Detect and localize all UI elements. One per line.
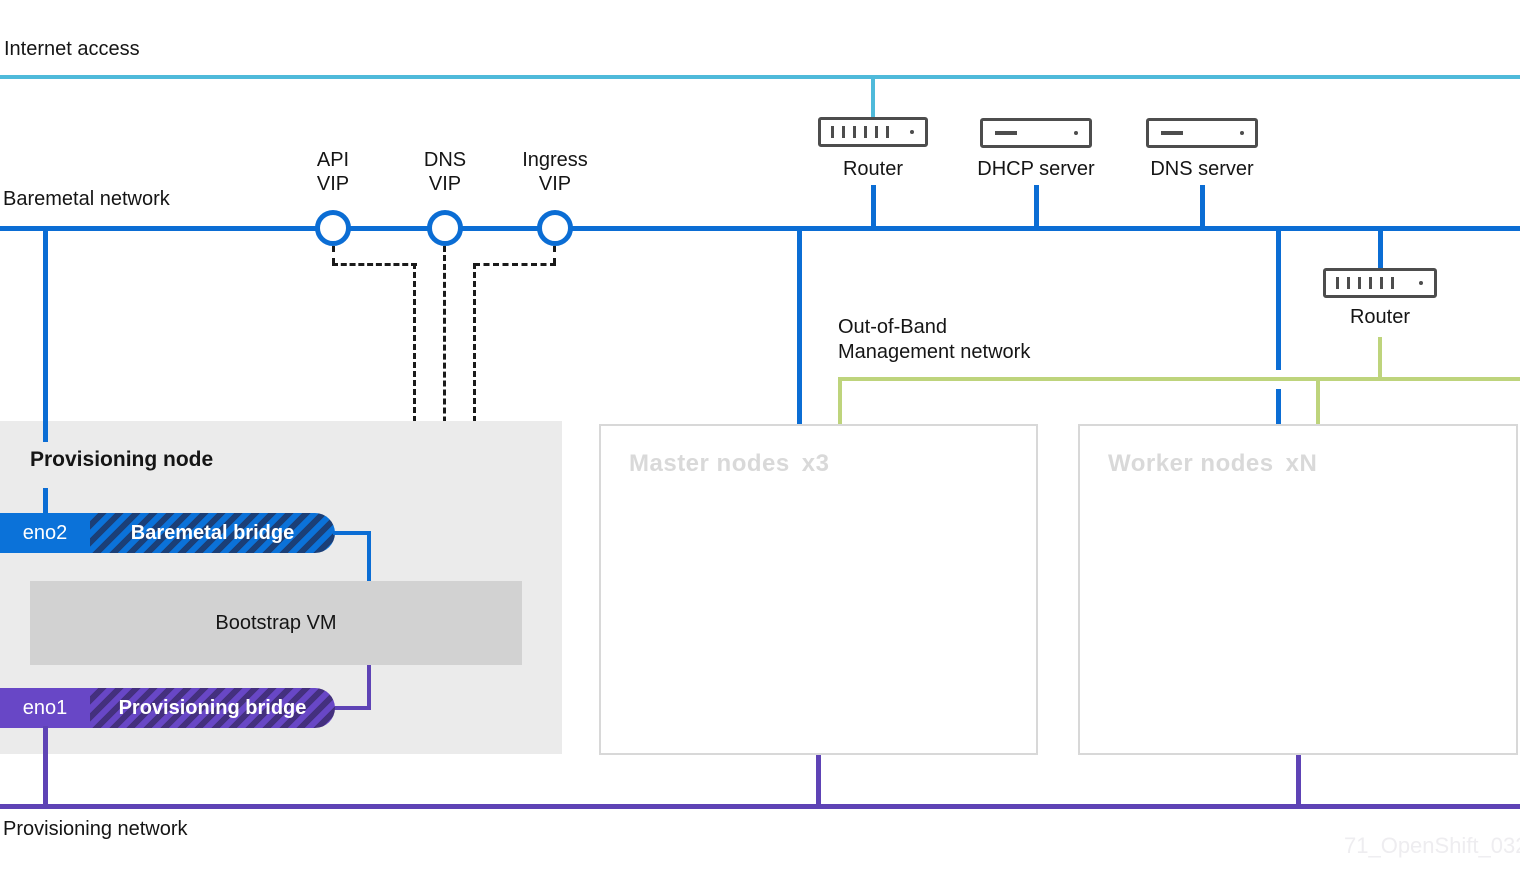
oob-label-line1: Out-of-Band [838,316,947,338]
dns-vip-label: DNS VIP [385,148,505,196]
master-nodes-text: Master nodes [629,450,790,477]
api-vip-dash-h [332,263,417,266]
router2-ticks [1336,277,1400,289]
router-to-baremetal-line [871,185,876,226]
worker-nodes-box: Worker nodes xN [1078,424,1518,755]
dns-vip-line1: DNS [423,149,467,171]
ingress-vip-dash-v1 [553,246,556,264]
router-led-dot [910,130,914,134]
dns-server-icon [1146,118,1258,148]
dns-server-label: DNS server [1150,158,1254,180]
internet-access-label: Internet access [4,38,140,60]
api-vip-line1: API [316,149,350,171]
ingress-vip-label: Ingress VIP [495,148,615,196]
ingress-vip-dash-v2 [473,263,476,557]
oob-network-line [838,377,1520,381]
dns-server-slot [1161,131,1183,135]
dns-vip-dash-v [443,246,446,557]
eno2-to-bootstrap-line-h [333,531,371,535]
provisioning-network-label: Provisioning network [3,818,188,840]
oob-label-line2: Management network [838,341,1031,363]
baremetal-to-worker-line-a [1276,231,1281,370]
provisioning-network-line [0,804,1520,809]
provisioning-bridge-label: Provisioning bridge [90,688,335,728]
dhcp-server-label: DHCP server [977,158,1095,180]
router2-led-dot [1419,281,1423,285]
baremetal-to-master-line [797,231,802,424]
eno2-to-bootstrap-line-v [367,531,371,581]
dhcp-to-baremetal-line [1034,185,1039,226]
api-vip-dash-v2 [413,263,416,557]
dns-led-dot [1240,131,1244,135]
oob-to-master-line [838,379,842,424]
baremetal-to-node-line-a [43,231,48,442]
baremetal-to-router2-line [1378,231,1383,268]
router2-icon [1323,268,1437,298]
ingress-vip-line2: VIP [538,173,572,195]
baremetal-to-worker-line-b [1276,389,1281,424]
worker-nodes-count: xN [1285,450,1318,477]
bootstrap-to-eno1-line-h [333,706,371,710]
router2-to-oob-line [1378,337,1382,379]
router2-label: Router [1349,306,1411,328]
dns-vip-circle [427,210,463,246]
dhcp-server-slot [995,131,1017,135]
baremetal-bridge-label: Baremetal bridge [90,513,335,553]
baremetal-network-line [0,226,1520,231]
ingress-vip-line1: Ingress [522,149,588,171]
oob-to-worker-line [1316,379,1320,424]
router-icon [818,117,928,147]
ingress-vip-circle [537,210,573,246]
eno2-baremetal-bridge-pill: eno2 Baremetal bridge [0,513,335,553]
watermark: 71_OpenShift_0320 [1344,833,1520,858]
master-nodes-label: Master nodes x3 [629,450,829,478]
eno1-provisioning-bridge-pill: eno1 Provisioning bridge [0,688,335,728]
master-nodes-box: Master nodes x3 [599,424,1038,755]
eno1-label: eno1 [0,688,90,728]
api-vip-line2: VIP [316,173,350,195]
eno2-label: eno2 [0,513,90,553]
dns-vip-line2: VIP [428,173,462,195]
worker-to-provisioning-line [1296,755,1301,805]
oob-network-label: Out-of-Band Management network [838,315,1030,365]
router-label: Router [842,158,904,180]
baremetal-to-node-line-b [43,488,48,513]
router-ticks [831,126,895,138]
worker-nodes-text: Worker nodes [1108,450,1274,477]
eno1-to-provisioning-line [43,726,48,806]
internet-to-router-line [871,79,875,118]
bootstrap-vm-box: Bootstrap VM [30,581,522,665]
master-nodes-count: x3 [801,450,830,477]
ingress-vip-dash-h [474,263,556,266]
provisioning-node-title: Provisioning node [30,448,214,471]
api-vip-label: API VIP [273,148,393,196]
worker-nodes-label: Worker nodes xN [1108,450,1317,478]
bootstrap-to-eno1-line-v [367,665,371,710]
bootstrap-vm-label: Bootstrap VM [215,611,337,634]
baremetal-network-label: Baremetal network [3,188,170,210]
master-to-provisioning-line [816,755,821,805]
dhcp-led-dot [1074,131,1078,135]
internet-network-line [0,75,1520,79]
dns-to-baremetal-line [1200,185,1205,226]
api-vip-circle [315,210,351,246]
api-vip-dash-v1 [332,246,335,264]
dhcp-server-icon [980,118,1092,148]
